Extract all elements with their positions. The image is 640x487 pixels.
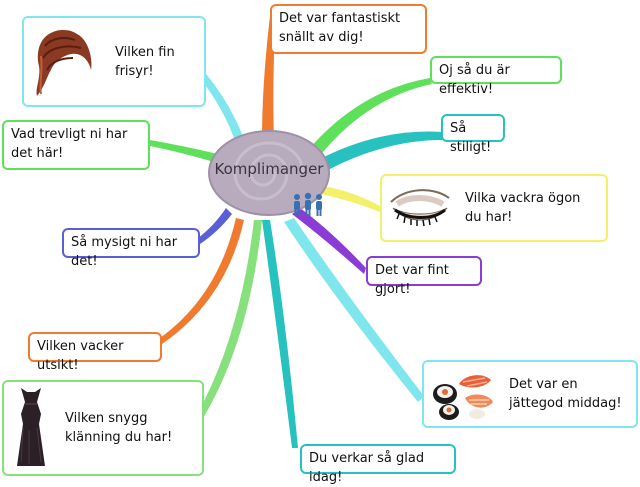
node-text: Det var en jättegod middag! <box>509 377 622 411</box>
node-utsikt: Vilken vacker utsikt! <box>28 332 162 373</box>
node-text: Oj så du är effektiv! <box>439 63 510 97</box>
node-stiligt: Så stiligt! <box>441 114 505 155</box>
node-text: Vilken vacker utsikt! <box>37 339 124 373</box>
node-frisyr: Vilken fin frisyr! <box>22 16 206 107</box>
node-text: Vilken snygg klänning du har! <box>65 411 173 445</box>
node-ogon: Vilka vackra ögon du har! <box>380 174 608 242</box>
node-klanning: Vilken snygg klänning du har! <box>2 380 204 476</box>
branch-trevligt <box>150 140 218 162</box>
node-text: Vilka vackra ögon du har! <box>465 191 581 225</box>
hair-wig-icon <box>36 29 92 96</box>
branch-stiligt <box>318 131 442 172</box>
node-text: Så stiligt! <box>450 121 492 155</box>
node-text: Vad trevligt ni har det här! <box>11 127 128 161</box>
people-icon <box>294 192 322 216</box>
dress-icon <box>17 388 45 466</box>
node-text: Så mysigt ni har det! <box>71 235 178 269</box>
node-glad: Du verkar så glad idag! <box>300 444 456 485</box>
central-topic-title: Komplimanger <box>214 160 324 178</box>
node-text: Det var fantastiskt snällt av dig! <box>279 11 401 45</box>
branch-klanning <box>196 220 262 420</box>
central-hub <box>208 130 330 216</box>
branch-glad <box>262 220 298 448</box>
branch-utsikt <box>160 218 244 344</box>
branch-frisyr <box>198 74 248 150</box>
branch-mysigt <box>198 208 232 244</box>
branch-ogon <box>320 186 380 212</box>
node-mysigt: Så mysigt ni har det! <box>62 228 200 269</box>
branch-middag <box>284 218 424 402</box>
node-fint: Det var fint gjort! <box>366 256 482 297</box>
node-middag: Det var en jättegod middag! <box>422 360 638 428</box>
node-snallt: Det var fantastiskt snällt av dig! <box>270 4 427 54</box>
node-text: Det var fint gjort! <box>375 263 449 297</box>
closed-eye-icon <box>390 189 450 227</box>
sushi-icon <box>433 375 493 420</box>
branch-fint <box>292 208 366 274</box>
node-trevligt: Vad trevligt ni har det här! <box>2 120 150 170</box>
node-effektiv: Oj så du är effektiv! <box>430 56 562 97</box>
node-text: Du verkar så glad idag! <box>309 451 425 485</box>
node-text: Vilken fin frisyr! <box>115 44 175 79</box>
